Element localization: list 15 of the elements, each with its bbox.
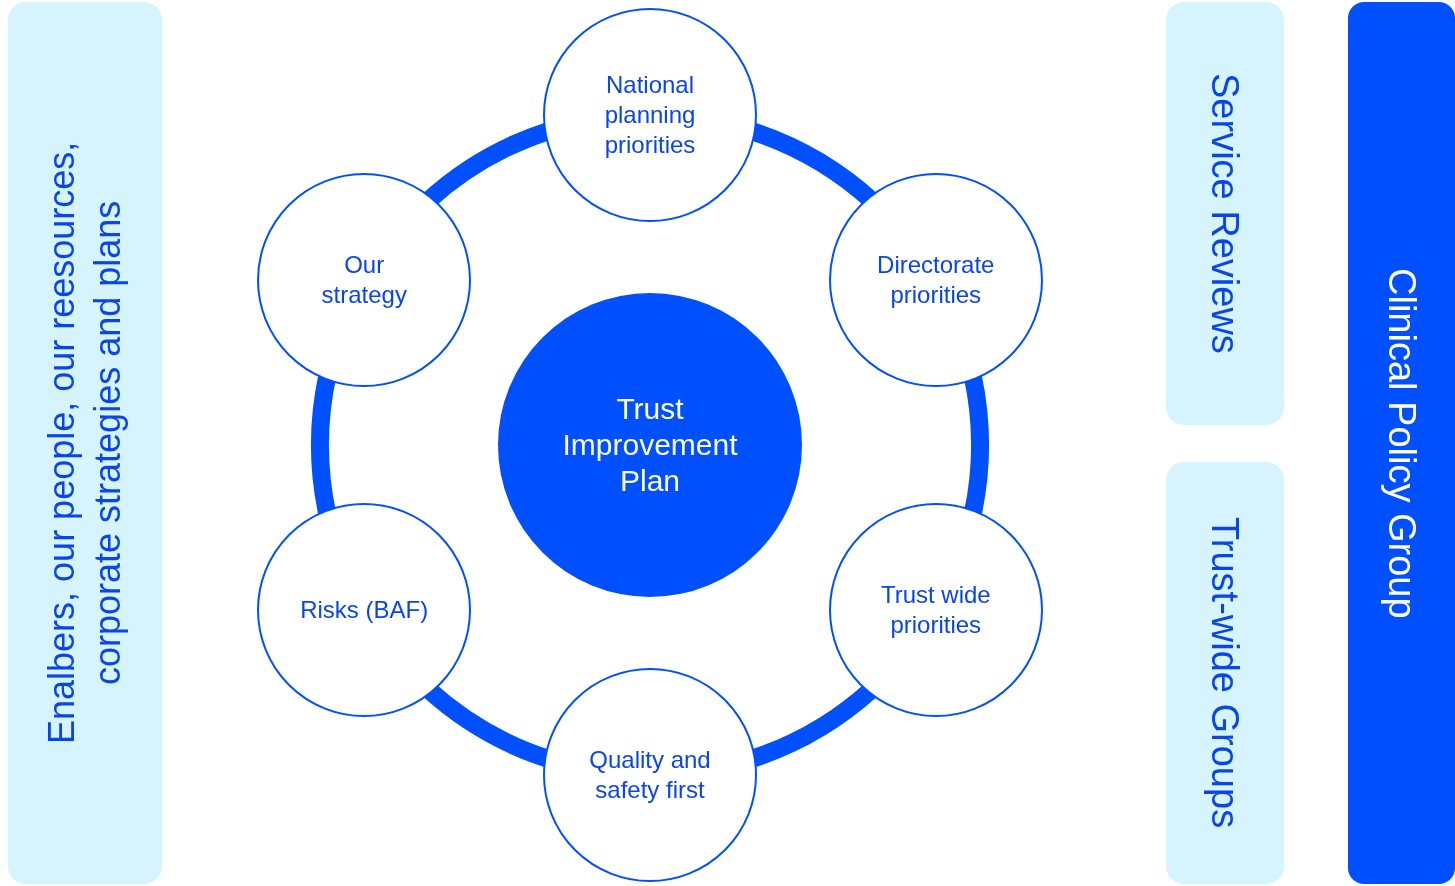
- side-panel: [1348, 2, 1455, 884]
- node-label: National planning priorities: [603, 70, 697, 160]
- side-panel: [1166, 2, 1284, 425]
- node-label: Service Reviews: [1205, 73, 1245, 354]
- node-label: Trust wide priorities: [879, 580, 992, 640]
- side-panel: [8, 2, 162, 884]
- node-label: Quality and safety first: [588, 745, 712, 805]
- node-label: Risks (BAF): [300, 595, 429, 625]
- side-panel: [1166, 462, 1284, 884]
- node-label: Enalbers, our people, our reesources, corporate strategies and plans: [40, 140, 129, 747]
- node-label: Directorate priorities: [876, 250, 996, 310]
- node-label: Trust-wide Groups: [1205, 517, 1245, 829]
- node-label: Trust Improvement Plan: [561, 391, 739, 499]
- node-label: Clinical Policy Group: [1381, 267, 1422, 619]
- node-label: Our strategy: [320, 250, 408, 310]
